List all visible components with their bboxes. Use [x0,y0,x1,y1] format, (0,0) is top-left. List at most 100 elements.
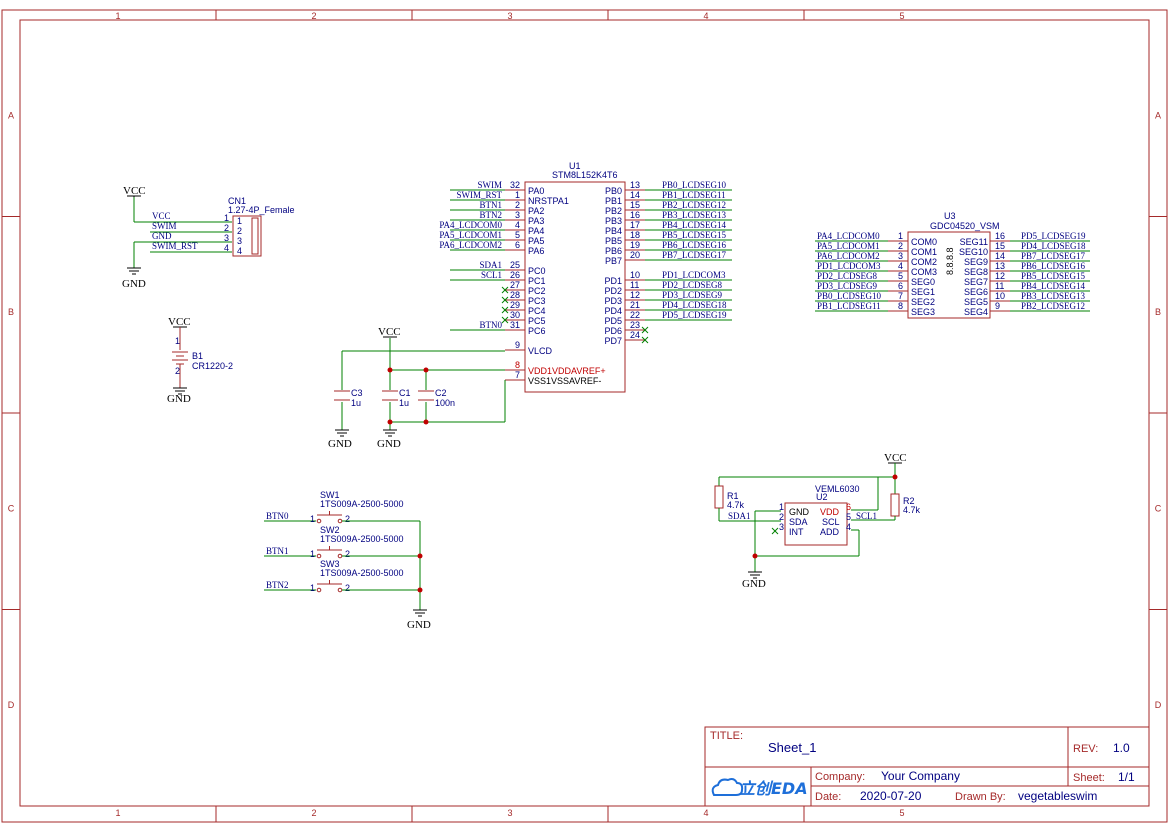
drawn-by-value: vegetableswim [1018,789,1097,803]
c3-gnd-label: GND [328,438,352,450]
b1-pin-1: 1 [175,336,180,346]
b1-gnd-label: GND [167,393,191,405]
frame-col-bottom-5: 5 [899,808,904,818]
cn1-inner-1: 1 [237,216,242,226]
c2-designator: C2 [435,388,447,398]
u3-pin-num-14: 14 [995,251,1005,261]
u1-nc-mark [501,296,509,304]
cn1-value: 1.27-4P_Female [228,205,295,215]
u1-pin-num-6: 6 [515,240,520,250]
u1-pin-name-PB4: PB4 [605,226,622,236]
frame-row-right-D: D [1155,700,1162,710]
u1-pin-name-PD3: PD3 [604,296,622,306]
sw-pin-1: 1 [310,549,315,559]
u1-pin-name-PB3: PB3 [605,216,622,226]
u3-net-PB6_LCDSEG16: PB6_LCDSEG16 [1021,261,1086,271]
b1-value: CR1220-2 [192,361,233,371]
u1-pin-num-27: 27 [510,280,520,290]
u1-pin-name-PD2: PD2 [604,286,622,296]
company-value: Your Company [881,769,960,783]
u1-pin-num-4: 4 [515,220,520,230]
b1-pin-2: 2 [175,366,180,376]
u2-pin-1: 1 [779,502,784,512]
u2-scl-net: SCL1 [856,511,877,521]
u3-pin-name-COM1: COM1 [911,247,937,257]
u1-pin-num-3: 3 [515,210,520,220]
frame-col-bottom-2: 2 [311,808,316,818]
u1-pin-name-PC5: PC5 [528,316,546,326]
cn1-net-4: SWIM_RST [152,241,198,251]
u1-net-PB4_LCDSEG14: PB4_LCDSEG14 [662,220,727,230]
u1-pin-num-32: 32 [510,180,520,190]
sheet-label: Sheet: [1073,772,1105,784]
u1-pin-name-PC0: PC0 [528,266,546,276]
r1-designator: R1 [727,491,739,501]
frame-row-left-B: B [8,307,14,317]
sw-contact [316,553,322,559]
c1-gnd-label: GND [377,438,401,450]
sw-pin-2: 2 [345,514,350,524]
u1-pin-num-13: 13 [630,180,640,190]
u3-pin-num-11: 11 [995,281,1004,291]
u2-pin-5: 5 [846,512,851,522]
u1-pin-name-PA6: PA6 [528,246,544,256]
sw-value-SW1: 1TS009A-2500-5000 [320,499,404,509]
u1-pin-num-22: 22 [630,310,640,320]
u1-pin-num-16: 16 [630,210,640,220]
c2-value: 100n [435,398,455,408]
u3-pin-name-COM0: COM0 [911,237,937,247]
c3-value: 1u [351,398,361,408]
u3-pin-name-SEG6: SEG6 [964,287,988,297]
u1-pin-num-25: 25 [510,260,520,270]
u2-sda-net: SDA1 [728,511,751,521]
u1-pin-name-PB6: PB6 [605,246,622,256]
u1-pin-name-PC1: PC1 [528,276,546,286]
lcsc-eda-logo: 立创EDA [711,778,808,798]
u1-pin-num-31: 31 [510,320,520,330]
u1-net-SDA1: SDA1 [479,260,502,270]
title-label: TITLE: [710,730,743,742]
u3-net-PD4_LCDSEG18: PD4_LCDSEG18 [1021,241,1086,251]
u1-vcc-label: VCC [378,326,401,338]
u1-pin-num-10: 10 [630,270,640,280]
sw-value-SW3: 1TS009A-2500-5000 [320,568,404,578]
logo-text: 立创EDA [739,779,808,798]
u1-nc-mark [641,336,649,344]
frame-row-left-C: C [8,503,15,513]
u1-pin-name-PC6: PC6 [528,326,546,336]
u3-net-PA4_LCDCOM0: PA4_LCDCOM0 [817,231,880,241]
u3-pin-num-12: 12 [995,271,1005,281]
u3-pin-name-SEG4: SEG4 [964,307,988,317]
u1-pin-name-VSS1VSSAVREF-: VSS1VSSAVREF- [528,376,601,386]
frame-row-right-B: B [1155,307,1161,317]
u1-net-PD3_LCDSEG9: PD3_LCDSEG9 [662,290,723,300]
u1-pin-num-30: 30 [510,310,520,320]
u3-pin-name-SEG5: SEG5 [964,297,988,307]
u1-pin-num-23: 23 [630,320,640,330]
connector-cn1: VCC GND VCC SWIM GND SWIM_RST 1 2 3 4 1 … [122,185,295,290]
u1-pin-num-8: 8 [515,360,520,370]
u3-pin-num-13: 13 [995,261,1005,271]
frame-col-bottom-4: 4 [703,808,708,818]
u1-pin-num-5: 5 [515,230,520,240]
u1-pin-name-PC2: PC2 [528,286,546,296]
c1-designator: C1 [399,388,411,398]
u3-net-PA6_LCDCOM2: PA6_LCDCOM2 [817,251,880,261]
cn1-pin-3: 3 [224,233,229,243]
cn1-inner-2: 2 [237,226,242,236]
u3-pin-name-SEG0: SEG0 [911,277,935,287]
cn1-pin-4: 4 [224,243,229,253]
title-value: Sheet_1 [768,740,816,755]
u3-pin-name-SEG1: SEG1 [911,287,935,297]
u1-power-network: VCC C3 1u C1 1u C2 100n GND [328,326,506,450]
u3-net-PB7_LCDSEG17: PB7_LCDSEG17 [1021,251,1086,261]
frame-col-top-4: 4 [703,11,708,21]
u3-pin-name-SEG11: SEG11 [960,237,988,247]
u1-pin-num-2: 2 [515,200,520,210]
u2-pin-3: 3 [779,522,784,532]
u3-pin-name-SEG2: SEG2 [911,297,935,307]
u1-net-PB0_LCDSEG10: PB0_LCDSEG10 [662,180,727,190]
u2-pin-4: 4 [846,522,851,532]
u1-designator: U1 [569,161,581,171]
